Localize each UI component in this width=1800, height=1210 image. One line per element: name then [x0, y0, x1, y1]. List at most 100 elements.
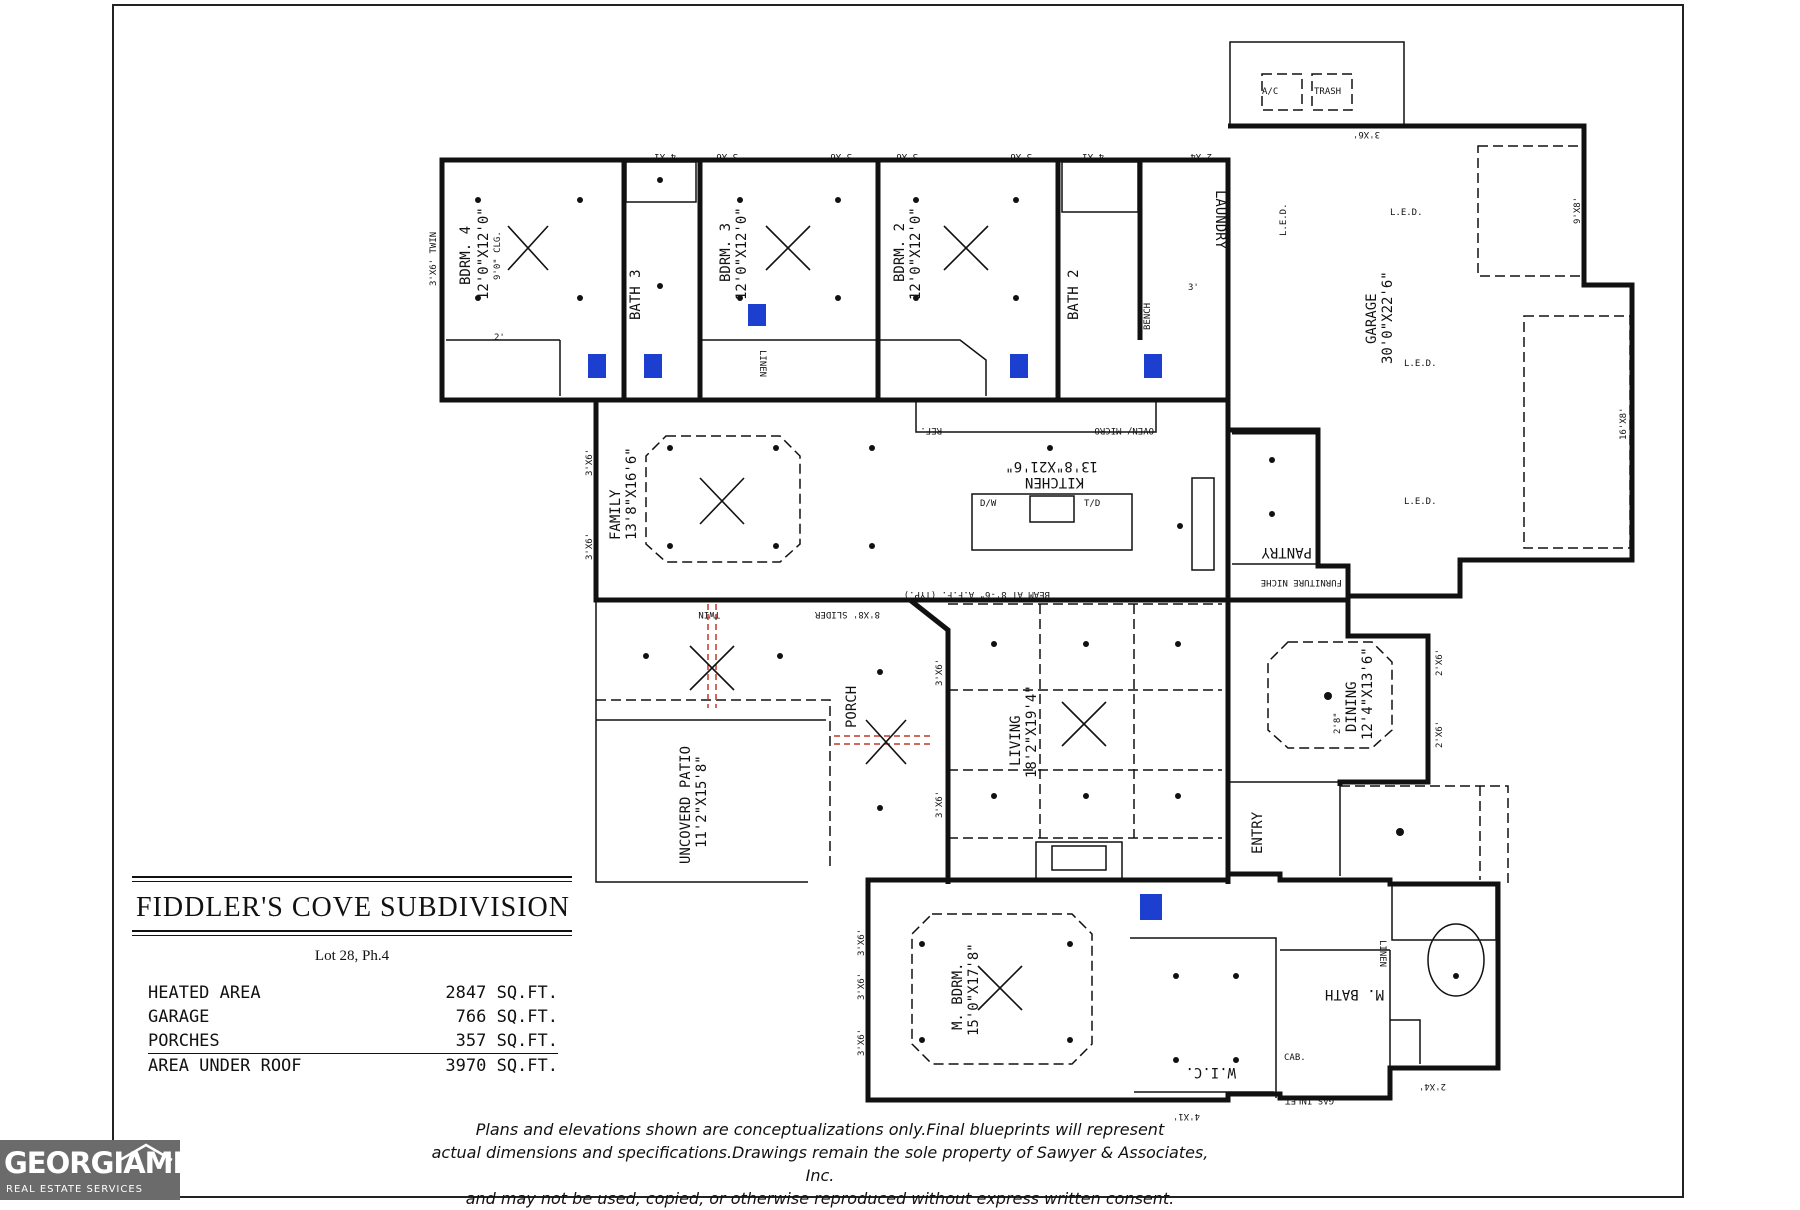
door-size-2: 2'	[494, 333, 505, 343]
ref-label: REF.	[920, 425, 942, 435]
bdrm4-dim: 12'0"X12'0"	[476, 207, 492, 300]
light-fixtures	[475, 177, 1459, 1063]
red-beams	[707, 604, 930, 745]
patio-name: UNCOVERD PATIO	[678, 746, 694, 864]
area-value: 2847 SQ.FT.	[445, 983, 558, 1003]
twin-label: TWIN	[698, 609, 720, 619]
win-7: 2'X4'	[1185, 151, 1212, 161]
win-1: 4'X1'	[649, 151, 676, 161]
title-block: FIDDLER'S COVE SUBDIVISION Lot 28, Ph.4 …	[132, 876, 572, 1078]
win-11: 3'X6'	[935, 659, 945, 686]
area-value: 766 SQ.FT.	[455, 1007, 558, 1027]
mbdrm-name: M. BDRM.	[950, 963, 966, 1030]
garage-dim: 30'0"X22'6"	[1380, 271, 1396, 364]
win-5: 3'X6'	[1005, 151, 1032, 161]
oven-label: OVEN/ MICRO	[1094, 425, 1154, 435]
title-mid-rule	[132, 930, 572, 932]
disclaimer-line: and may not be used, copied, or otherwis…	[465, 1189, 1175, 1208]
led-label-3: L.E.D.	[1404, 359, 1437, 369]
win-14: 2'X6'	[1435, 721, 1445, 748]
win-16: 3'X6'	[857, 973, 867, 1000]
disclaimer-line: Plans and elevations shown are conceptua…	[475, 1120, 1165, 1139]
title-mid-rule-2	[132, 935, 572, 936]
area-value: 357 SQ.FT.	[384, 1029, 558, 1054]
fixture-labels: L.E.D. L.E.D. L.E.D. L.E.D. REF. OVEN/ M…	[698, 87, 1629, 1105]
win-15: 3'X6'	[857, 929, 867, 956]
win-13: 2'X6'	[1435, 649, 1445, 676]
logo-wordmark: GEORGIAMLS	[4, 1146, 211, 1180]
win-12: 3'X6'	[935, 791, 945, 818]
wic-name: W.I.C.	[1185, 1064, 1236, 1080]
area-row-porches: PORCHES 357 SQ.FT.	[148, 1029, 558, 1054]
win-9: 3'X6'	[585, 449, 595, 476]
dining-name: DINING	[1344, 681, 1360, 732]
living-dim: 18'2"X19'4"	[1024, 685, 1040, 778]
win-3: 3'X6'	[825, 151, 852, 161]
bdrm2-dim: 12'0"X12'0"	[908, 207, 924, 300]
win-17: 3'X6'	[857, 1029, 867, 1056]
bath3-name: BATH 3	[628, 269, 644, 320]
subdivision-title: FIDDLER'S COVE SUBDIVISION	[136, 892, 570, 923]
ac-label: A/C	[1262, 87, 1278, 97]
family-dim: 13'8"X16'6"	[624, 447, 640, 540]
win-4: 3'X6'	[891, 151, 918, 161]
title-top-rule	[132, 876, 572, 878]
win-10: 3'X6'	[585, 533, 595, 560]
area-row-total: AREA UNDER ROOF 3970 SQ.FT.	[148, 1053, 558, 1078]
entry-name: ENTRY	[1250, 811, 1266, 854]
garage-door-1: 16'X8'	[1619, 407, 1629, 440]
georgia-mls-logo: GEORGIAMLS REAL ESTATE SERVICES	[0, 1140, 211, 1200]
niche-name: FURNITURE NICHE	[1261, 577, 1342, 587]
laundry-name: LAUNDRY	[1212, 190, 1228, 250]
area-label: AREA UNDER ROOF	[148, 1053, 385, 1078]
bdrm4-name: BDRM. 4	[458, 226, 474, 285]
walls	[439, 41, 1635, 1103]
dining-dim: 12'4"X13'6"	[1360, 647, 1376, 740]
drawing-border	[112, 4, 1684, 1198]
area-value: 3970 SQ.FT.	[384, 1053, 558, 1078]
linen-label: LINEN	[757, 350, 767, 377]
beam-label: BEAM AT 8'-6" A.F.F. (TYP.)	[904, 589, 1050, 599]
area-table: HEATED AREA 2847 SQ.FT. GARAGE 766 SQ.FT…	[148, 981, 558, 1078]
mbath-name: M. BATH	[1325, 986, 1384, 1002]
cab-label: CAB.	[1284, 1053, 1306, 1063]
led-label-1: L.E.D.	[1279, 203, 1289, 236]
area-label: HEATED AREA	[148, 983, 261, 1003]
td-label: T/D	[1084, 499, 1100, 509]
disclaimer-line: actual dimensions and specifications.Dra…	[431, 1143, 1209, 1185]
room-labels: BDRM. 4 12'0"X12'0" 9'0" CLG. BATH 3 BDR…	[458, 190, 1396, 1080]
living-name: LIVING	[1008, 715, 1024, 766]
area-label: PORCHES	[148, 1029, 385, 1054]
roof-icon	[119, 1143, 173, 1162]
win-19: 2'X4'	[1419, 1081, 1446, 1091]
window-labels: 4'X1' 3'X6' 3'X6' 3'X6' 3'X6' 4'X1' 2'X4…	[429, 129, 1446, 1121]
pantry-name: PANTRY	[1261, 544, 1312, 560]
win-20: 3'X6'	[1353, 129, 1380, 139]
dw-label: D/W	[980, 499, 997, 509]
win-18: 4'X1'	[1173, 1111, 1200, 1121]
door-size-3: 3'	[1188, 283, 1199, 293]
title-top-rule-2	[132, 881, 572, 882]
disclaimer: Plans and elevations shown are conceptua…	[420, 1118, 1220, 1210]
led-label-2: L.E.D.	[1390, 208, 1423, 218]
bdrm2-name: BDRM. 2	[892, 223, 908, 282]
lot-number: Lot 28, Ph.4	[314, 948, 390, 964]
win-8: 3'X6' TWIN	[429, 232, 439, 286]
mbdrm-dim: 15'0"X17'8"	[966, 943, 982, 1036]
garage-door-2: 9'X8'	[1573, 197, 1583, 224]
area-label: GARAGE	[148, 1007, 210, 1027]
kitchen-name: KITCHEN	[1025, 474, 1084, 490]
kitchen-dim: 13'8"X21'6"	[1005, 458, 1098, 474]
patio-dim: 11'2"X15'8"	[694, 755, 710, 848]
bdrm4-clg: 9'0" CLG.	[493, 231, 503, 280]
bdrm3-name: BDRM. 3	[718, 223, 734, 282]
logo-tagline: REAL ESTATE SERVICES	[6, 1184, 144, 1195]
linen-label-2: LINEN	[1377, 940, 1387, 967]
trash-label: TRASH	[1314, 87, 1341, 97]
bdrm3-dim: 12'0"X12'0"	[734, 207, 750, 300]
win-2: 3'X6'	[711, 151, 738, 161]
garage-name: GARAGE	[1364, 293, 1380, 344]
gas-label: GAS INLET	[1285, 1095, 1334, 1105]
